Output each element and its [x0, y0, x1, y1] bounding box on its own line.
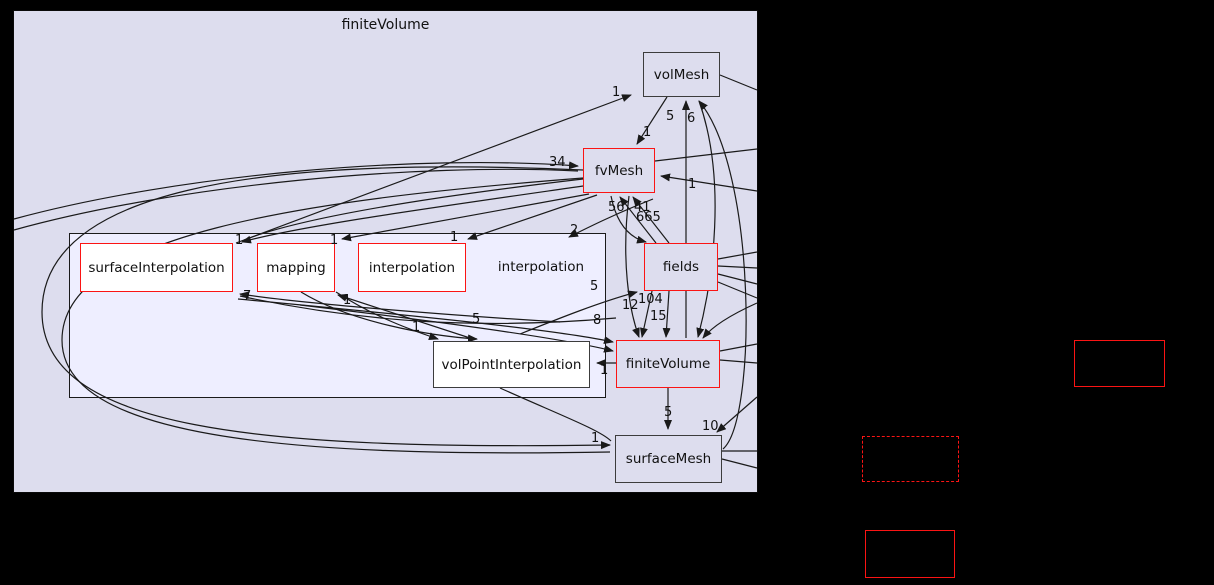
cluster-interpolation-label: interpolation — [497, 259, 585, 275]
node-surfaceinterpolation[interactable]: surfaceInterpolation — [80, 243, 233, 292]
edge-label: 1 — [591, 431, 600, 446]
edge-label: 1 — [600, 363, 609, 378]
edge-label: 1 — [450, 230, 459, 245]
node-finitevolume[interactable]: finiteVolume — [616, 340, 720, 388]
edge-label: 15 — [650, 309, 667, 324]
edge-label: 7 — [243, 289, 252, 304]
edge-label: 1 — [612, 85, 621, 100]
edge-label: 5 — [472, 312, 481, 327]
edge-label: 41 — [634, 200, 651, 215]
edge-label: 1 — [412, 320, 421, 335]
node-fvmesh[interactable]: fvMesh — [583, 148, 655, 193]
edge-label: 34 — [549, 155, 566, 170]
edge-label: 1 — [235, 233, 244, 248]
edge-label: 56 — [608, 200, 625, 215]
edge-label: 665 — [636, 210, 661, 225]
hidden-node-2[interactable] — [862, 436, 959, 482]
node-mapping[interactable]: mapping — [257, 243, 335, 292]
edge-label: 5 — [590, 279, 599, 294]
edge-label: 5 — [664, 405, 673, 420]
edge-label: 6 — [687, 111, 696, 126]
edge-label: 8 — [593, 313, 602, 328]
node-volmesh[interactable]: volMesh — [643, 52, 720, 97]
node-volpointinterpolation[interactable]: volPointInterpolation — [433, 341, 590, 388]
edge-label: 1 — [688, 177, 697, 192]
node-fields[interactable]: fields — [644, 243, 718, 291]
edge-label: 104 — [638, 292, 663, 307]
edge-label: 1 — [643, 125, 652, 140]
cluster-finitevolume-label: finiteVolume — [341, 17, 430, 33]
node-interpolation[interactable]: interpolation — [358, 243, 466, 292]
hidden-node-3[interactable] — [865, 530, 955, 578]
edge-label: 1 — [330, 233, 339, 248]
edge-label: 5 — [666, 109, 675, 124]
edge-label: 2 — [570, 223, 579, 238]
edge-label: 12 — [622, 298, 639, 313]
node-surfacemesh[interactable]: surfaceMesh — [615, 435, 722, 483]
hidden-node-1[interactable] — [1074, 340, 1165, 387]
edge-label: 10 — [702, 419, 719, 434]
edge-label: 1 — [343, 293, 352, 308]
